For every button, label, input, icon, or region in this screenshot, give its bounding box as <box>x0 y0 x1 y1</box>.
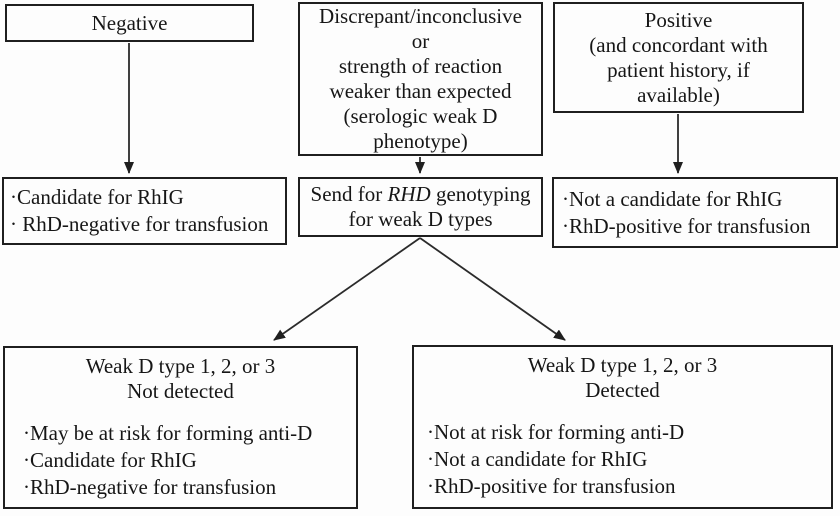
rhig-candidate-box-label: ·Candidate for RhIG · RhD-negative for t… <box>10 185 269 236</box>
weak-d-not-detected-title: Weak D type 1, 2, or 3 Not detected <box>85 354 276 403</box>
positive-box: Positive (and concordant with patient hi… <box>553 2 804 113</box>
rhd-gene-italic: RHD <box>387 182 431 206</box>
arrow-genotyping-to-detected <box>419 237 566 341</box>
discrepant-box-label: Discrepant/inconclusive or strength of r… <box>319 4 522 153</box>
negative-box: Negative <box>5 4 254 42</box>
not-candidate-box: ·Not a candidate for RhIG ·RhD-positive … <box>552 177 838 248</box>
negative-box-label: Negative <box>91 10 168 35</box>
weak-d-detected-box: Weak D type 1, 2, or 3 Detected ·Not at … <box>412 345 833 509</box>
arrow-genotyping-to-not-detected <box>273 237 421 341</box>
not-candidate-box-label: ·Not a candidate for RhIG ·RhD-positive … <box>562 186 811 238</box>
positive-box-label: Positive (and concordant with patient hi… <box>589 7 768 107</box>
genotyping-box-line2: for weak D types <box>348 207 493 231</box>
discrepant-box: Discrepant/inconclusive or strength of r… <box>298 2 543 156</box>
genotyping-line1-prefix: Send for <box>310 182 388 206</box>
genotyping-line1-suffix: genotyping <box>430 182 531 206</box>
weak-d-not-detected-box: Weak D type 1, 2, or 3 Not detected ·May… <box>3 346 358 509</box>
weak-d-detected-bullets: ·Not at risk for forming anti-D ·Not a c… <box>427 420 685 498</box>
rhig-candidate-box: ·Candidate for RhIG · RhD-negative for t… <box>2 177 287 245</box>
weak-d-detected-title: Weak D type 1, 2, or 3 Detected <box>527 353 718 402</box>
genotyping-box-line1: Send for RHD genotyping <box>311 182 531 207</box>
weak-d-not-detected-bullets: ·May be at risk for forming anti-D ·Cand… <box>23 421 313 499</box>
genotyping-box: Send for RHD genotyping for weak D types <box>298 177 543 237</box>
